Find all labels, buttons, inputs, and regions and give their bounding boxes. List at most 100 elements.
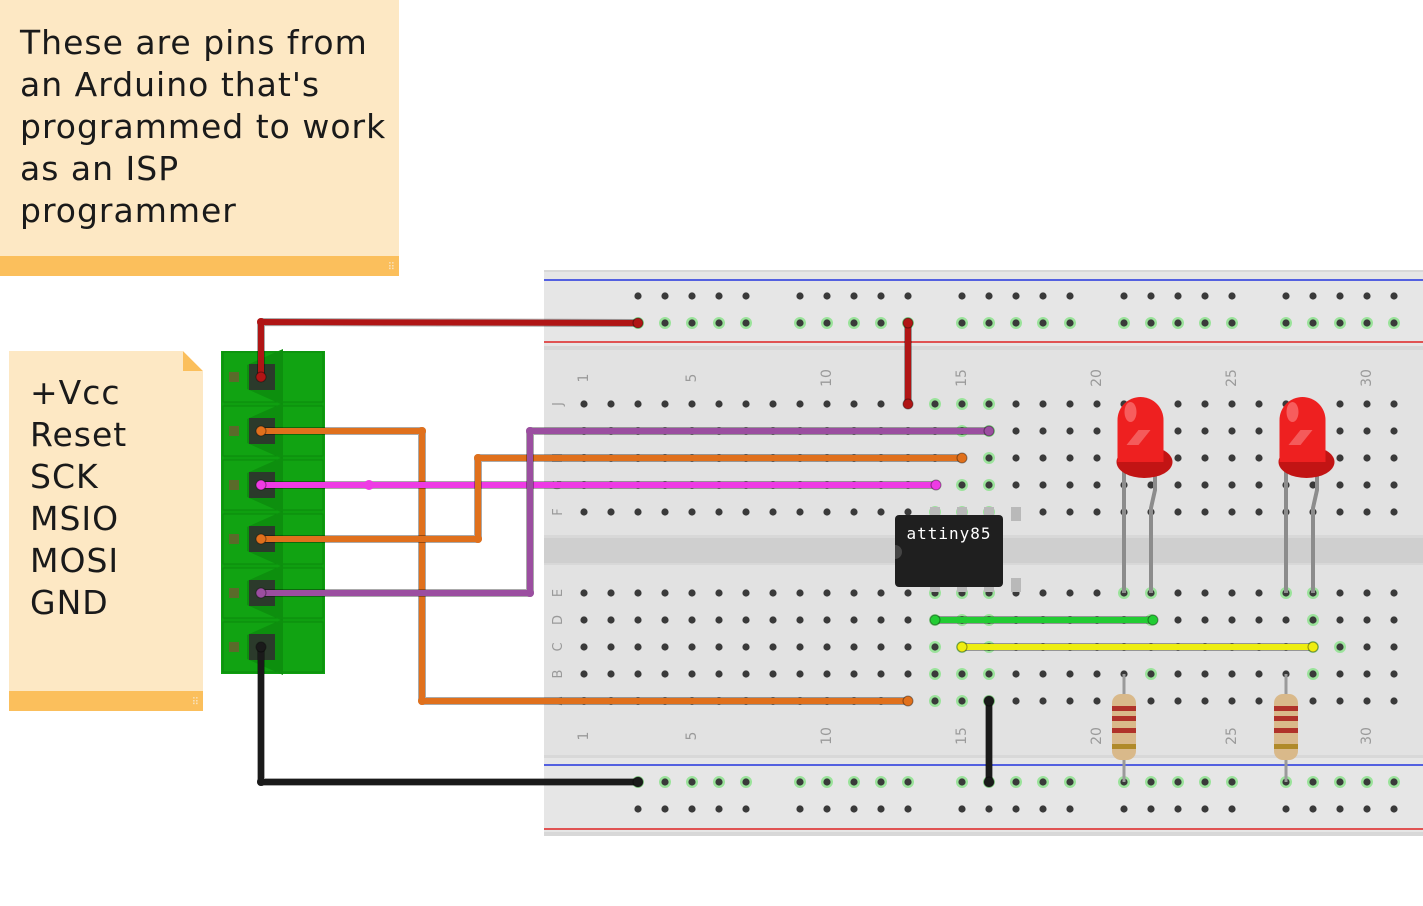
breadboard-hole — [1390, 427, 1398, 435]
vcc-wire-bend — [257, 318, 265, 326]
breadboard-hole — [580, 454, 588, 462]
breadboard-hole — [904, 670, 912, 678]
breadboard-hole — [688, 778, 696, 786]
breadboard-body — [544, 270, 1423, 836]
row-letter: C — [551, 642, 566, 651]
sck-wire-joint — [364, 480, 374, 490]
resize-grip-icon[interactable]: ⠿ — [387, 262, 395, 273]
breadboard-hole — [823, 643, 831, 651]
hole-highlight — [1226, 317, 1238, 329]
column-number: 1 — [576, 374, 592, 383]
breadboard-hole — [1390, 319, 1398, 327]
hole-highlight — [983, 425, 995, 437]
hole-highlight — [956, 398, 968, 410]
pin-label-note: +Vcc Reset SCK MSIO MOSI GND ⠿ — [9, 351, 203, 711]
breadboard-hole — [1309, 670, 1317, 678]
hole-highlight — [1388, 317, 1400, 329]
breadboard-hole — [1282, 454, 1290, 462]
led-reflector — [1126, 430, 1151, 445]
breadboard-hole — [1039, 778, 1047, 786]
resistor-band — [1274, 744, 1298, 749]
resize-grip-icon[interactable]: ⠿ — [191, 697, 199, 708]
breadboard-hole — [1147, 643, 1155, 651]
breadboard-hole — [850, 292, 858, 300]
breadboard-hole — [634, 508, 642, 516]
breadboard-hole — [1012, 616, 1020, 624]
attiny85-chip: attiny85 — [895, 507, 1021, 592]
row-letter: F — [551, 508, 566, 515]
miso-wire-bend — [474, 454, 482, 462]
breadboard-hole — [742, 643, 750, 651]
breadboard-hole — [796, 805, 804, 813]
breadboard-hole — [1363, 778, 1371, 786]
hole-highlight — [956, 641, 968, 653]
breadboard-hole — [1363, 670, 1371, 678]
vcc-wire-shadow — [257, 318, 642, 381]
breadboard-hole — [1174, 616, 1182, 624]
breadboard-hole — [1174, 454, 1182, 462]
breadboard-hole — [1309, 589, 1317, 597]
resistor-band — [1112, 716, 1136, 721]
breadboard-hole — [1201, 589, 1209, 597]
hole-highlight — [794, 317, 806, 329]
breadboard-hole — [904, 697, 912, 705]
breadboard-hole — [1201, 778, 1209, 786]
note-bar — [0, 256, 399, 276]
hole-highlight — [929, 506, 941, 518]
breadboard-hole — [580, 670, 588, 678]
breadboard-hole — [1336, 454, 1344, 462]
hole-highlight — [929, 641, 941, 653]
breadboard-hole — [1309, 643, 1317, 651]
breadboard-hole — [1066, 427, 1074, 435]
breadboard-hole — [1255, 400, 1263, 408]
breadboard-hole — [1120, 589, 1128, 597]
breadboard-hole — [904, 481, 912, 489]
row-letter: B — [551, 670, 566, 679]
breadboard-hole — [661, 319, 669, 327]
breadboard-hole — [1228, 778, 1236, 786]
breadboard-hole — [1147, 319, 1155, 327]
breadboard-hole — [1228, 481, 1236, 489]
breadboard-hole — [661, 292, 669, 300]
breadboard-hole — [850, 643, 858, 651]
column-number: 1 — [576, 732, 592, 741]
breadboard-hole — [688, 292, 696, 300]
breadboard-hole — [1363, 319, 1371, 327]
pin-header — [221, 349, 325, 675]
breadboard-hole — [742, 400, 750, 408]
breadboard-hole — [1390, 643, 1398, 651]
breadboard-hole — [1255, 697, 1263, 705]
breadboard-hole — [796, 589, 804, 597]
reset-wire-shadow — [257, 427, 912, 705]
yellow-jumper-wire-end — [956, 641, 968, 653]
header-pin-socket — [249, 634, 275, 660]
breadboard-hole — [1390, 805, 1398, 813]
pin-label-reset: Reset — [30, 415, 128, 454]
breadboard-hole — [742, 697, 750, 705]
breadboard-hole — [1147, 508, 1155, 516]
vcc-wire-end — [632, 317, 644, 329]
breadboard-hole — [688, 508, 696, 516]
breadboard-hole — [850, 427, 858, 435]
breadboard-hole — [850, 805, 858, 813]
breadboard-hole — [823, 319, 831, 327]
breadboard-hole — [877, 778, 885, 786]
row-letter: E — [551, 589, 566, 597]
gnd-wire-shadow — [257, 643, 642, 786]
breadboard-hole — [796, 292, 804, 300]
breadboard-hole — [580, 697, 588, 705]
breadboard-hole — [1255, 643, 1263, 651]
breadboard-hole — [715, 427, 723, 435]
header-pin-mark — [229, 588, 239, 598]
breadboard-hole — [904, 292, 912, 300]
breadboard-hole — [607, 643, 615, 651]
breadboard-hole — [1390, 292, 1398, 300]
breadboard-hole — [688, 319, 696, 327]
note-line: programmed to work — [20, 107, 387, 146]
resistor-body — [1112, 694, 1136, 760]
breadboard-hole — [715, 778, 723, 786]
breadboard-hole — [1147, 670, 1155, 678]
breadboard-hole — [850, 616, 858, 624]
hole-highlight — [1307, 776, 1319, 788]
breadboard-hole — [1282, 643, 1290, 651]
